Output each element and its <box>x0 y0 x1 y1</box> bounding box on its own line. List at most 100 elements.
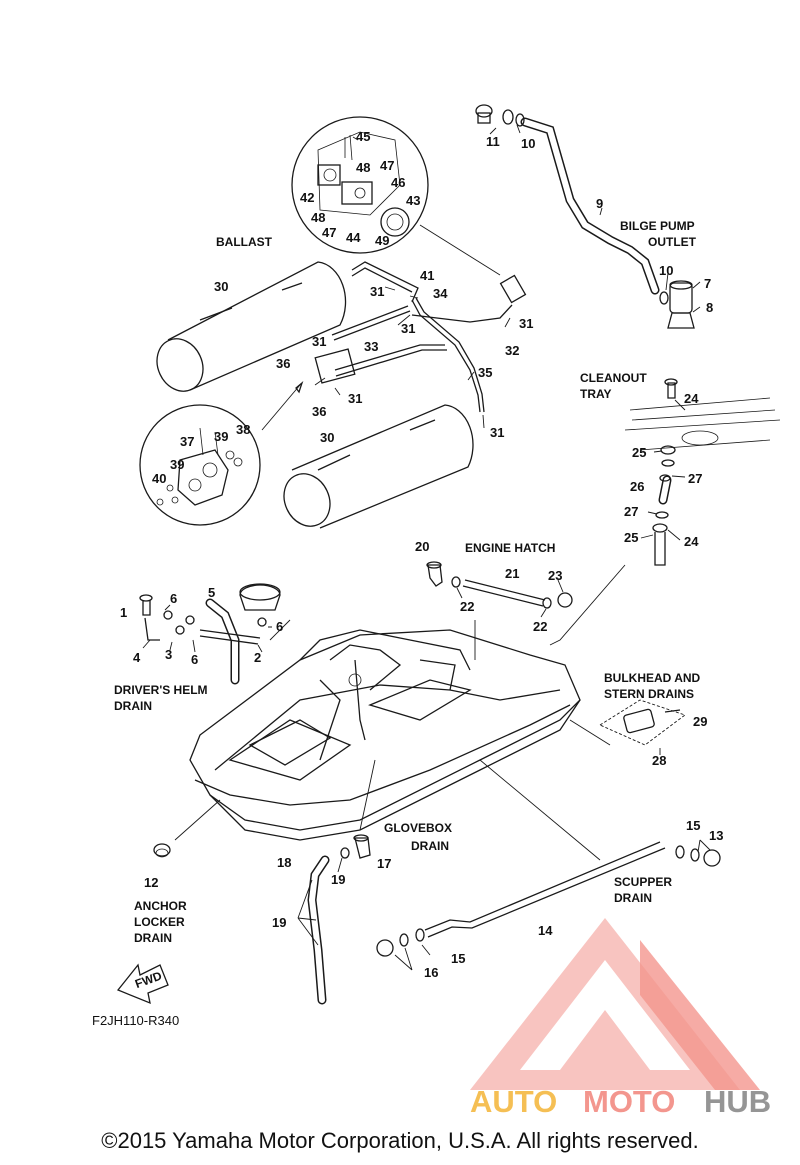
ballast-hoses <box>314 261 527 429</box>
label-anchor-3: DRAIN <box>134 931 172 945</box>
label-drivers-helm-1: DRIVER'S HELM <box>114 683 208 697</box>
part-number: 23 <box>548 568 562 583</box>
scupper-drain <box>376 839 721 971</box>
part-number: 42 <box>300 190 314 205</box>
label-scupper-2: DRAIN <box>614 891 652 905</box>
part-number: 27 <box>688 471 702 486</box>
part-number: 14 <box>538 923 553 938</box>
part-number: 41 <box>420 268 434 283</box>
part-number: 32 <box>505 343 519 358</box>
part-number: 7 <box>704 276 711 291</box>
part-number: 31 <box>312 334 326 349</box>
part-number: 19 <box>331 872 345 887</box>
part-callouts: 45 48 47 46 42 43 48 47 44 49 11 10 9 10… <box>120 129 723 980</box>
part-number: 9 <box>596 196 603 211</box>
part-number: 11 <box>486 134 500 149</box>
part-number: 31 <box>401 321 415 336</box>
part-number: 44 <box>346 230 361 245</box>
part-number: 36 <box>276 356 290 371</box>
part-number: 46 <box>391 175 405 190</box>
part-number: 35 <box>478 365 492 380</box>
hull-leader-lines <box>174 564 626 861</box>
part-number: 2 <box>254 650 261 665</box>
part-number: 20 <box>415 539 429 554</box>
part-number: 31 <box>370 284 384 299</box>
anchor-locker-drain <box>153 843 171 858</box>
part-number: 36 <box>312 404 326 419</box>
part-number: 31 <box>348 391 362 406</box>
cleanout-tray <box>624 378 781 566</box>
engine-hatch-drain <box>426 561 573 618</box>
part-number: 4 <box>133 650 141 665</box>
copyright-notice: ©2015 Yamaha Motor Corporation, U.S.A. A… <box>101 1128 699 1153</box>
watermark-auto: AUTO <box>470 1084 557 1119</box>
label-scupper-1: SCUPPER <box>614 875 672 889</box>
label-glovebox-1: GLOVEBOX <box>384 821 452 835</box>
part-number: 5 <box>208 585 215 600</box>
watermark-moto: MOTO <box>583 1084 675 1119</box>
part-number: 6 <box>191 652 198 667</box>
boat-hull <box>189 629 581 841</box>
part-number: 40 <box>152 471 166 486</box>
part-number: 47 <box>322 225 336 240</box>
part-number: 37 <box>180 434 194 449</box>
parts-diagram: AUTO MOTO HUB <box>92 104 781 1119</box>
section-labels: BALLAST BILGE PUMP OUTLET CLEANOUT TRAY … <box>92 219 701 1028</box>
label-engine-hatch: ENGINE HATCH <box>465 541 555 555</box>
label-bulkhead-1: BULKHEAD AND <box>604 671 701 685</box>
watermark-hub: HUB <box>704 1084 771 1119</box>
part-number: 6 <box>170 591 177 606</box>
ballast-bag-upper <box>156 261 347 392</box>
part-number: 38 <box>236 422 250 437</box>
part-number: 39 <box>214 429 228 444</box>
part-number: 25 <box>632 445 646 460</box>
part-number: 13 <box>709 828 723 843</box>
label-bilge-pump-1: BILGE PUMP <box>620 219 695 233</box>
part-number: 30 <box>214 279 228 294</box>
part-number: 10 <box>521 136 535 151</box>
part-number: 22 <box>460 599 474 614</box>
label-glovebox-2: DRAIN <box>411 839 449 853</box>
part-number: 48 <box>356 160 370 175</box>
label-cleanout-2: TRAY <box>580 387 612 401</box>
part-number: 33 <box>364 339 378 354</box>
part-number: 12 <box>144 875 158 890</box>
part-number: 31 <box>519 316 533 331</box>
part-number: 26 <box>630 479 644 494</box>
part-number: 15 <box>686 818 700 833</box>
part-number: 39 <box>170 457 184 472</box>
label-drivers-helm-2: DRAIN <box>114 699 152 713</box>
part-number: 47 <box>380 158 394 173</box>
part-number: 19 <box>272 915 286 930</box>
ballast-bag-lower <box>283 404 474 529</box>
part-number: 10 <box>659 263 673 278</box>
part-number: 6 <box>276 619 283 634</box>
part-number: 29 <box>693 714 707 729</box>
part-number: 30 <box>320 430 334 445</box>
part-number: 31 <box>490 425 504 440</box>
glovebox-drain <box>297 834 371 1005</box>
bilge-pump-outlet <box>475 104 701 329</box>
part-number: 25 <box>624 530 638 545</box>
label-anchor-1: ANCHOR <box>134 899 187 913</box>
fwd-arrow-icon: FWD <box>116 963 169 1005</box>
part-number: 48 <box>311 210 325 225</box>
valve-detail-circle-left <box>139 381 304 526</box>
part-number: 45 <box>356 129 370 144</box>
figure-code: F2JH110-R340 <box>92 1013 179 1028</box>
label-cleanout-1: CLEANOUT <box>580 371 647 385</box>
part-number: 27 <box>624 504 638 519</box>
label-bilge-pump-2: OUTLET <box>648 235 697 249</box>
part-number: 8 <box>706 300 713 315</box>
part-number: 18 <box>277 855 291 870</box>
label-bulkhead-2: STERN DRAINS <box>604 687 694 701</box>
part-number: 34 <box>433 286 448 301</box>
part-number: 16 <box>424 965 438 980</box>
watermark-logo: AUTO MOTO HUB <box>470 918 771 1119</box>
bulkhead-stern-drains <box>599 699 686 755</box>
fwd-label: FWD <box>133 968 164 991</box>
part-number: 21 <box>505 566 519 581</box>
part-number: 28 <box>652 753 666 768</box>
part-number: 3 <box>165 647 172 662</box>
part-number: 15 <box>451 951 465 966</box>
